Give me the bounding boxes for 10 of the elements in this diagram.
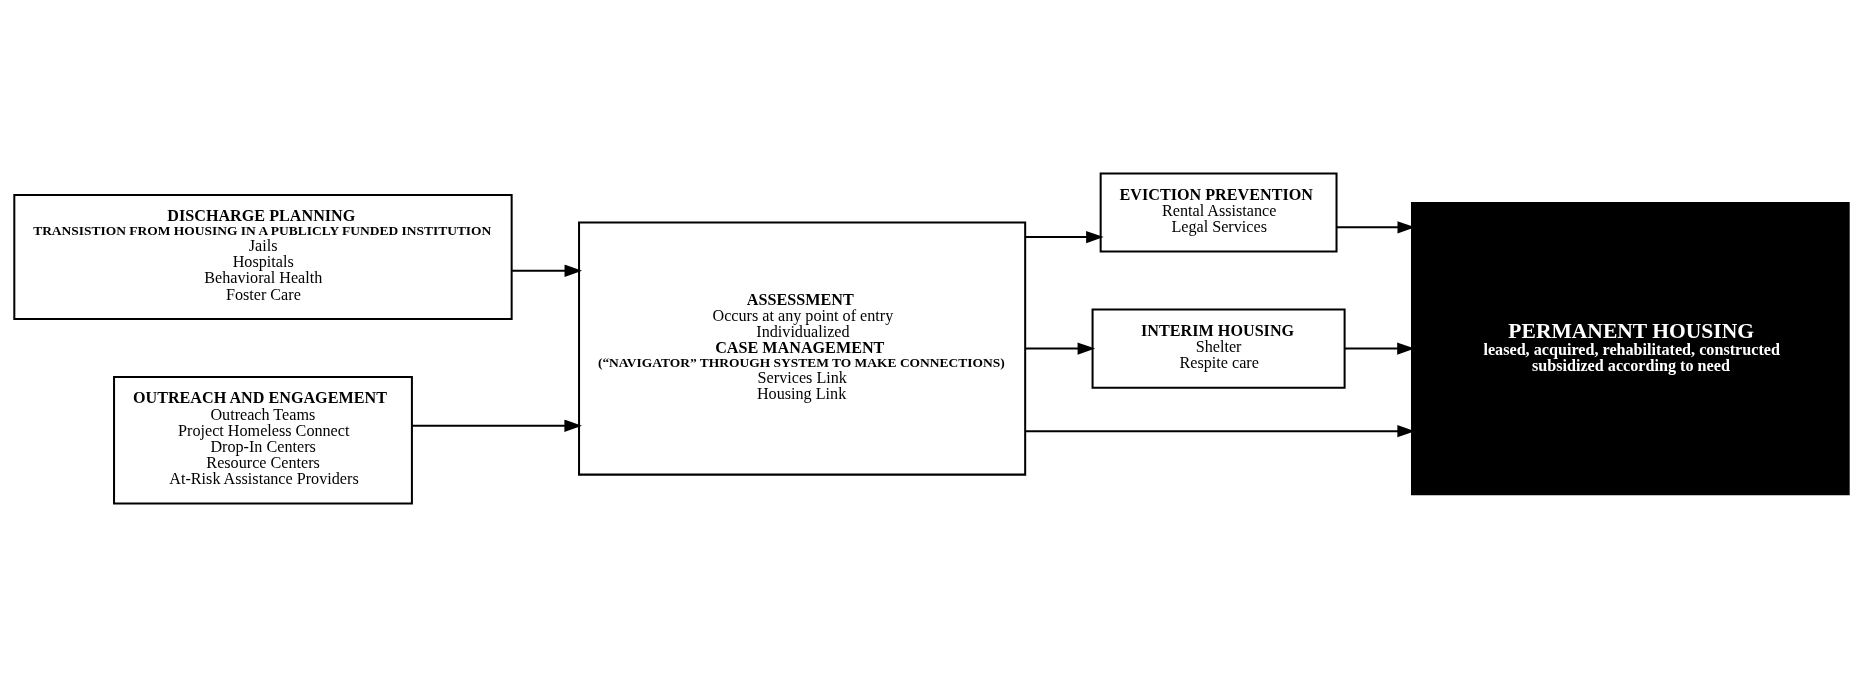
node-box: DISCHARGE PLANNING TRANSISTION FROM HOUSING IN A PUBLICLY FUNDED INSTITUTION Jails Hospitals Behavioral Health Foster Care <box>13 193 513 320</box>
arrow <box>1025 341 1096 355</box>
arrow <box>1025 230 1104 243</box>
node-box: ASSESSMENT Occurs at any point of entry Individualized CASE MANAGEMENT (“NAVIGATOR” THROUGH SYSTEM TO MAKE CONNECTIONS) Services Link Housing Link <box>578 221 1027 476</box>
arrow <box>512 264 583 277</box>
node-box: OUTREACH AND ENGAGEMENT Outreach Teams Project Homeless Connect Drop-In Centers Resource Centers At-Risk Assistance Providers <box>113 375 413 505</box>
node-box: EVICTION PREVENTION Rental Assistance Legal Services <box>1099 171 1338 253</box>
node-box: INTERIM HOUSING Shelter Respite care <box>1091 308 1346 389</box>
arrow <box>412 419 582 432</box>
node-box: PERMANENT HOUSING leased, acquired, rehabilitated, constructed subsidized according to need <box>1411 201 1850 495</box>
